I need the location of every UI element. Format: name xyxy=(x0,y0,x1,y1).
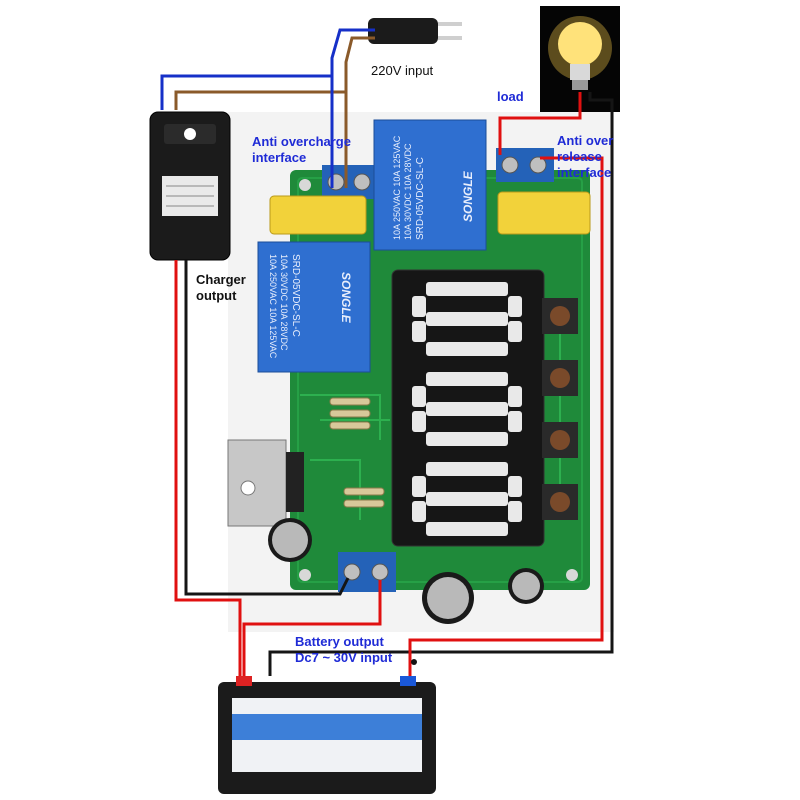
relay-left: 10A 250VAC 10A 125VAC 10A 30VDC 10A 28VD… xyxy=(257,241,371,373)
mounting-hole xyxy=(299,179,311,191)
display-digits xyxy=(412,282,522,536)
charger-output-label-line1: Charger xyxy=(196,272,246,287)
wiring xyxy=(160,28,614,676)
voltage-regulator xyxy=(227,439,304,527)
battery xyxy=(218,676,436,794)
display-segment-d xyxy=(426,522,508,536)
display-segment-b xyxy=(508,386,522,407)
anti-over-release-label-line2: release xyxy=(557,149,602,164)
display-segment-g xyxy=(426,492,508,506)
mounting-hole xyxy=(566,569,578,581)
tactile-button xyxy=(542,422,578,458)
anti-overcharge-label-line2: interface xyxy=(252,150,307,165)
battery-output-label-line1: Battery output xyxy=(295,634,384,649)
resistor-array xyxy=(329,397,385,508)
display-segment-c xyxy=(508,321,522,342)
ac-input-label: 220V input xyxy=(371,63,434,78)
display-segment-b xyxy=(508,296,522,317)
wire-junction xyxy=(411,659,417,665)
ac-plug xyxy=(368,18,462,44)
display-segment-e xyxy=(412,411,426,432)
anti-overcharge-label-line1: Anti overcharge xyxy=(252,134,351,149)
electrolytic-capacitor xyxy=(508,568,544,604)
display-segment-c xyxy=(508,501,522,522)
relay-brand: SONGLE xyxy=(461,170,475,222)
tactile-button xyxy=(542,360,578,396)
relay-rating-line: 10A 30VDC 10A 28VDC xyxy=(279,254,289,351)
charger-adapter xyxy=(149,111,231,261)
relay-top: 10A 250VAC 10A 125VAC 10A 30VDC 10A 28VD… xyxy=(373,119,487,251)
tactile-button xyxy=(542,484,578,520)
display-segment-g xyxy=(426,312,508,326)
anti-over-release-label-line1: Anti over xyxy=(557,133,614,148)
display-segment-c xyxy=(508,411,522,432)
electrolytic-capacitor xyxy=(422,572,474,624)
tactile-button xyxy=(542,298,578,334)
display-segment-f xyxy=(412,386,426,407)
relay-rating-line: 10A 250VAC 10A 125VAC xyxy=(392,135,402,240)
display-digit xyxy=(412,372,522,446)
display-segment-e xyxy=(412,321,426,342)
light-bulb-icon xyxy=(540,6,620,112)
display-segment-a xyxy=(426,462,508,476)
mounting-hole xyxy=(299,569,311,581)
anti-over-release-label-line3: interface xyxy=(557,165,612,180)
charger-output-label-line2: output xyxy=(196,288,237,303)
display-segment-d xyxy=(426,432,508,446)
load-label: load xyxy=(497,89,524,104)
display-digit xyxy=(412,462,522,536)
relay-rating-line: 10A 250VAC 10A 125VAC xyxy=(268,254,278,359)
terminal-block-release xyxy=(496,148,554,182)
display-segment-g xyxy=(426,402,508,416)
display-segment-f xyxy=(412,296,426,317)
yellow-capacitor xyxy=(497,191,591,235)
relay-model: SRD-05VDC-SL-C xyxy=(415,157,426,240)
seven-segment-display xyxy=(391,269,545,547)
yellow-capacitor xyxy=(269,195,367,235)
relay-brand: SONGLE xyxy=(339,272,353,324)
terminal-block-battery xyxy=(338,552,396,592)
battery-output-label-line2: Dc7 ~ 30V input xyxy=(295,650,393,665)
display-segment-f xyxy=(412,476,426,497)
electrolytic-capacitor xyxy=(268,518,312,562)
relay-rating-line: 10A 30VDC 10A 28VDC xyxy=(403,143,413,240)
display-segment-a xyxy=(426,372,508,386)
display-segment-a xyxy=(426,282,508,296)
display-segment-e xyxy=(412,501,426,522)
display-segment-d xyxy=(426,342,508,356)
display-digit xyxy=(412,282,522,356)
relay-model: SRD-05VDC-SL-C xyxy=(290,254,301,337)
display-segment-b xyxy=(508,476,522,497)
